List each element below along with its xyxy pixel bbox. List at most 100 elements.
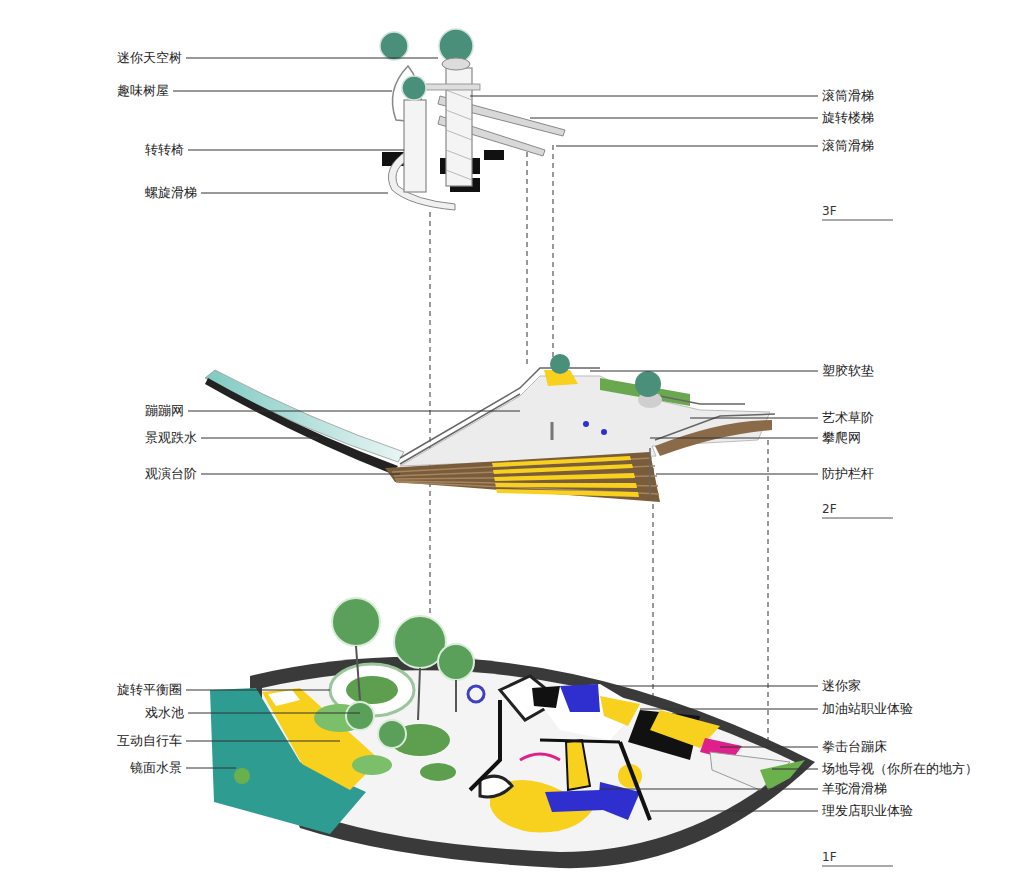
callout-label: 景观跌水 [145, 430, 197, 446]
ground-floor-plan [530, 684, 640, 740]
ground-floor-plan [356, 646, 360, 700]
leader-line [186, 768, 236, 769]
leader-line [650, 438, 818, 439]
second-floor-deck [550, 354, 570, 374]
second-floor-deck [583, 421, 589, 427]
callout-label: 理发店职业体验 [822, 803, 913, 819]
ground-floor-plan [532, 686, 560, 708]
ground-floor-plan [468, 686, 484, 702]
second-floor-deck [205, 354, 775, 502]
third-floor-tower [446, 150, 472, 160]
callout-label: 防护栏杆 [822, 466, 874, 482]
second-floor-deck [492, 456, 639, 497]
second-floor-deck [400, 394, 520, 464]
leader-line [640, 709, 818, 710]
second-floor-deck [400, 376, 770, 466]
ground-floor-plan [455, 680, 457, 712]
leader-line [201, 438, 318, 439]
second-floor-deck [400, 368, 600, 458]
callout-label: 螺旋滑梯 [145, 185, 197, 201]
ground-floor-plan [600, 696, 640, 726]
leader-line [201, 193, 388, 194]
third-floor-tower [404, 100, 426, 192]
third-floor-tower [442, 58, 470, 70]
floor-underline [822, 518, 893, 519]
third-floor-tower [446, 90, 472, 180]
floor-underline [822, 220, 893, 221]
second-floor-deck [205, 370, 404, 462]
second-floor-deck [495, 483, 637, 488]
second-floor-deck [493, 464, 633, 474]
leader-line [556, 146, 818, 147]
ground-floor-plan [566, 740, 590, 790]
leader-line [650, 811, 818, 812]
leader-line [530, 118, 818, 119]
second-floor-deck [385, 452, 660, 502]
ground-floor-plan [418, 668, 420, 720]
callout-label: 趣味树屋 [117, 83, 169, 99]
second-floor-deck [649, 448, 651, 498]
ground-floor-plan [598, 782, 640, 820]
third-floor-tower [484, 150, 504, 160]
ground-floor-plan [420, 763, 456, 781]
callout-label: 旋转平衡圈 [117, 682, 182, 698]
ground-floor-plan [250, 657, 815, 868]
projection-line [527, 152, 528, 368]
ground-floor-plan [470, 700, 500, 790]
projection-line [553, 145, 554, 362]
callout-label: 观演台阶 [145, 466, 197, 482]
second-floor-deck [551, 422, 554, 440]
leader-line [690, 418, 818, 419]
second-floor-deck [400, 368, 775, 498]
second-floor-deck [494, 473, 635, 481]
leader-line [610, 686, 818, 687]
callout-label: 攀爬网 [822, 430, 861, 446]
third-floor-tower [446, 130, 472, 140]
callout-label: 迷你家 [822, 678, 861, 694]
callout-label: 拳击台蹦床 [822, 739, 887, 755]
ground-floor-plan [760, 760, 805, 790]
ground-floor-plan [346, 676, 398, 704]
floor-underline [822, 866, 893, 867]
second-floor-deck [635, 371, 661, 397]
ground-floor-plan [480, 776, 512, 797]
leader-line [470, 96, 818, 97]
ground-floor-plan [332, 598, 474, 748]
callout-label: 戏水池 [145, 705, 184, 721]
projection-line [768, 440, 769, 772]
leader-line [772, 769, 818, 770]
second-floor-deck [601, 429, 607, 435]
ground-floor-plan [332, 598, 380, 646]
callout-label: 镜面水景 [130, 760, 182, 776]
third-floor-tower [420, 84, 480, 90]
second-floor-deck [205, 378, 398, 474]
ground-floor-plan [545, 790, 604, 812]
third-floor-tower [446, 170, 472, 180]
leader-line [188, 150, 404, 151]
ground-floor-plan [268, 690, 300, 706]
floor-label: 3F [822, 203, 837, 219]
callout-label: 迷你天空树 [117, 50, 182, 66]
callout-label: 蹦蹦网 [145, 403, 184, 419]
ground-floor-plan [520, 754, 560, 760]
callout-label: 转转椅 [145, 142, 184, 158]
leader-line [173, 91, 392, 92]
leader-line [188, 713, 360, 714]
third-floor-tower [446, 110, 472, 120]
callout-label: 场地导视（你所在的地方） [822, 761, 978, 777]
ground-floor-plan [620, 742, 650, 820]
ground-floor-plan [356, 646, 456, 720]
leader-line [720, 747, 818, 748]
third-floor-tower [402, 76, 426, 100]
floor-label: 1F [822, 849, 837, 865]
callout-label: 互动自行车 [117, 733, 182, 749]
leader-line [188, 411, 520, 412]
callout-label: 艺术草阶 [822, 410, 874, 426]
ground-floor-plan [210, 598, 815, 868]
callout-label: 塑胶软垫 [822, 363, 874, 379]
callout-label: 加油站职业体验 [822, 701, 913, 717]
leader-line [186, 741, 340, 742]
callout-label: 滚筒滑梯 [822, 138, 874, 154]
